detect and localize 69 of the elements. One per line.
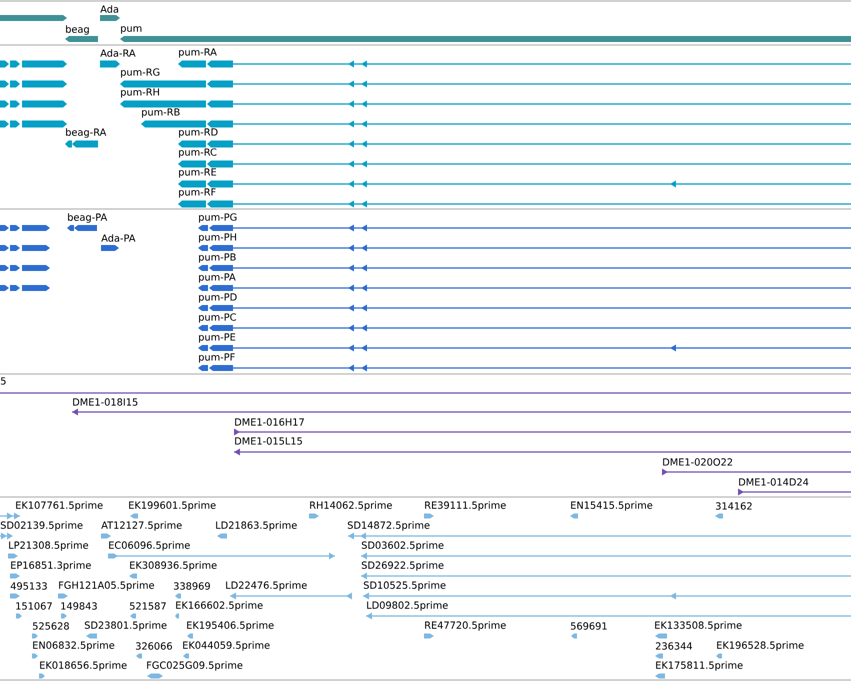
feature-label: EK107761.5prime: [16, 501, 103, 511]
feature-label: DME1-018I15: [73, 398, 138, 406]
feature-label: 151067: [16, 602, 52, 610]
feature-label: EP16851.3prime: [11, 561, 91, 571]
feature-label: SD14872.5prime: [348, 521, 430, 531]
feature-label: EK044059.5prime: [183, 641, 270, 651]
feature-label: pum-RE: [179, 168, 216, 178]
feature-label: EK175811.5prime: [656, 661, 743, 671]
feature-label: LP21308.5prime: [9, 541, 88, 551]
feature-label: 149843: [61, 602, 97, 610]
feature-label: EK308936.5prime: [130, 561, 217, 571]
feature-label: pum-PB: [199, 253, 236, 263]
feature-label: FGC025G09.5prime: [147, 661, 242, 671]
feature-label: pum-PC: [199, 313, 236, 323]
feature-label: Ada-RA: [100, 49, 136, 57]
feature-label: FGH121A05.5prime: [59, 581, 154, 591]
feature-label: RH14062.5prime: [310, 501, 392, 511]
feature-label: pum: [121, 26, 142, 34]
feature-label: 495133: [10, 582, 47, 590]
feature-label: 525628: [32, 622, 69, 630]
feature-label: pum-RF: [179, 188, 216, 198]
feature-label: EC06096.5prime: [109, 541, 190, 551]
feature-label: EK195406.5prime: [187, 621, 274, 631]
feature-label: EK199601.5prime: [129, 501, 216, 511]
feature-label: 236344: [656, 642, 692, 650]
feature-label: DME1-014D24: [739, 478, 808, 486]
feature-label: SD23801.5prime: [84, 621, 166, 631]
feature-label: SD10525.5prime: [364, 581, 446, 591]
feature-label: pum-PF: [199, 353, 235, 363]
feature-label: DME1-016H17: [235, 418, 304, 426]
feature-label: LD21863.5prime: [216, 521, 297, 531]
feature-label: EN06832.5prime: [33, 641, 114, 651]
feature-label: Ada-PA: [101, 234, 136, 242]
feature-label: pum-RG: [121, 68, 160, 78]
feature-label: EN15415.5prime: [571, 501, 652, 511]
feature-label: LD22476.5prime: [226, 581, 307, 591]
feature-label: 326066: [136, 642, 172, 650]
feature-label: SD02139.5prime: [0, 521, 82, 531]
feature-label: pum-PD: [199, 293, 237, 303]
feature-label: 338969: [174, 582, 210, 590]
feature-label: AT12127.5prime: [101, 521, 182, 531]
feature-label: EK166602.5prime: [176, 601, 263, 611]
feature-label: SD03602.5prime: [362, 541, 444, 551]
feature-label: EK196528.5prime: [717, 641, 804, 651]
feature-label: RE39111.5prime: [425, 501, 506, 511]
feature-label: beag-RA: [66, 128, 106, 138]
feature-label: beag-PA: [68, 213, 108, 223]
feature-label: pum-PG: [199, 213, 236, 223]
feature-label: EK133508.5prime: [655, 621, 742, 631]
feature-label: beag: [66, 25, 89, 35]
feature-label: DME1-015L15: [235, 437, 302, 445]
feature-label: 314162: [716, 502, 752, 510]
feature-label: SD26922.5prime: [362, 561, 444, 571]
feature-label: pum-RH: [121, 88, 159, 98]
feature-label: pum-RC: [179, 148, 216, 158]
feature-label: pum-RD: [179, 128, 218, 138]
feature-label: Ada: [100, 5, 118, 13]
feature-label: pum-PA: [199, 273, 236, 283]
feature-label: DME1-020O22: [663, 458, 732, 466]
feature-label: RE47720.5prime: [425, 621, 506, 631]
feature-label: EK018656.5prime: [40, 661, 127, 671]
feature-label: pum-PH: [199, 233, 236, 243]
feature-label: pum-RB: [142, 108, 180, 118]
feature-label: pum-PE: [199, 333, 236, 343]
feature-label: LD09802.5prime: [367, 601, 448, 611]
feature-label: 569691: [570, 622, 607, 630]
feature-label: 5: [0, 377, 6, 385]
feature-label: pum-RA: [179, 48, 217, 58]
feature-label: 521587: [130, 602, 166, 610]
